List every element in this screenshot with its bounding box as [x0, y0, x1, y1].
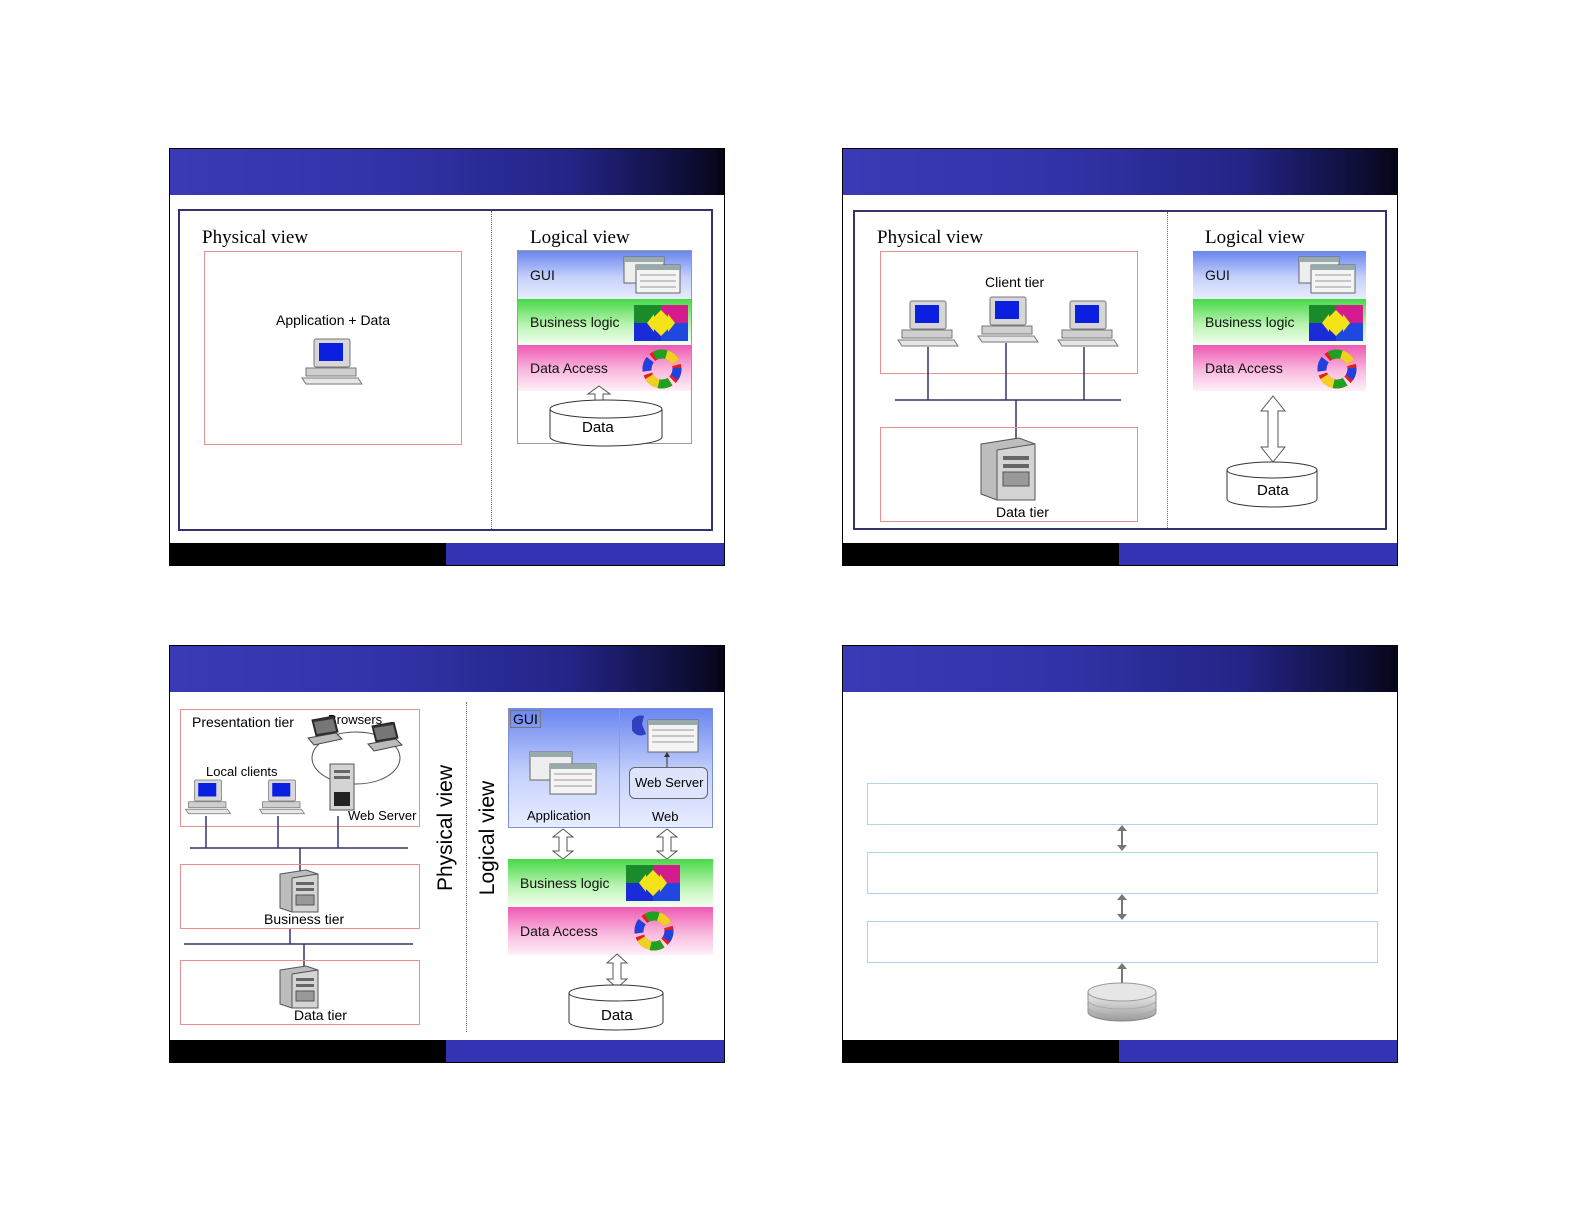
desktop-computer-icon: [301, 338, 363, 385]
local-clients-label: Local clients: [206, 764, 278, 779]
slide-4: [842, 645, 1398, 1063]
browser-network: [311, 731, 401, 785]
server-tower-icon: [279, 869, 319, 913]
view-divider: [491, 211, 492, 529]
application-label: Application: [527, 808, 591, 823]
window-stack-icon: [529, 751, 597, 795]
footer-left: [170, 1040, 448, 1062]
browser-window-icon: [632, 715, 699, 753]
window-stack-icon: [623, 256, 681, 294]
data-tier-label: Data tier: [996, 504, 1049, 520]
server-tower-icon: [980, 437, 1036, 501]
database-cylinder-icon: [549, 399, 663, 447]
data-access-layer: Data Access: [508, 907, 713, 955]
database-cylinder-icon: [568, 984, 664, 1031]
layer-box-3: [867, 921, 1378, 963]
ring-icon: [1317, 349, 1357, 389]
web-server-label: Web Server: [635, 775, 704, 790]
desktop-computer-icon: [184, 779, 232, 815]
gui-inner-divider: [619, 708, 620, 828]
layer-box-2: [867, 852, 1378, 894]
view-divider: [1167, 212, 1168, 528]
window-stack-icon: [1298, 256, 1356, 294]
slide-header: [843, 149, 1397, 195]
puzzle-icon: [1309, 305, 1363, 341]
footer-right: [1119, 543, 1397, 565]
data-access-label: Data Access: [530, 360, 608, 376]
presentation-tier-label: Presentation tier: [192, 714, 294, 730]
slide-header: [170, 149, 724, 195]
desktop-computer-icon: [897, 300, 959, 347]
database-disk-icon: [1087, 982, 1157, 1022]
presentation-tier-box: [180, 709, 420, 827]
server-tower-icon: [279, 965, 319, 1009]
footer-right: [446, 543, 724, 565]
footer-right: [1119, 1040, 1397, 1062]
slide-3: Presentation tier Browsers Local clients…: [169, 645, 725, 1063]
ring-icon: [634, 911, 674, 951]
footer-left: [843, 1040, 1121, 1062]
gui-label: GUI: [510, 710, 541, 728]
logical-view-vertical: Logical view: [476, 780, 499, 896]
browsers-label: Browsers: [328, 712, 383, 727]
footer-left: [170, 543, 448, 565]
network-lines: [895, 343, 1121, 441]
puzzle-icon: [634, 305, 688, 341]
physical-view-title: Physical view: [877, 227, 984, 248]
data-tier-box: [880, 427, 1138, 522]
logical-view-title: Logical view: [530, 227, 630, 248]
slide-2: Physical view Client tier Data tier Logi…: [842, 148, 1398, 566]
puzzle-icon: [626, 865, 680, 901]
web-label: Web: [652, 809, 679, 824]
data-tier-box: [180, 960, 420, 1025]
content-frame: [178, 209, 713, 531]
business-tier-box: [180, 864, 420, 929]
content-frame: [853, 210, 1387, 530]
slide-1: Physical view Application + Data Logical…: [169, 148, 725, 566]
data-label: Data: [601, 1007, 633, 1024]
slide-header: [843, 646, 1397, 692]
data-label: Data: [582, 419, 614, 436]
business-logic-label: Business logic: [530, 314, 620, 330]
app-data-label: Application + Data: [276, 312, 391, 328]
double-arrow-icon: [656, 828, 678, 860]
data-label: Data: [1257, 482, 1289, 499]
logical-view-title: Logical view: [1205, 227, 1305, 248]
web-server-box[interactable]: [629, 767, 708, 799]
gui-label: GUI: [530, 267, 555, 283]
physical-view-title: Physical view: [202, 227, 309, 248]
double-arrow-icon: [1117, 894, 1127, 920]
network-lines: [184, 816, 413, 968]
double-arrow-icon: [1259, 395, 1287, 463]
server-tower-icon: [329, 763, 355, 811]
data-access-label: Data Access: [1205, 360, 1283, 376]
data-tier-label: Data tier: [294, 1007, 347, 1023]
footer-right: [446, 1040, 724, 1062]
slide-header: [170, 646, 724, 692]
laptop-icon: [367, 722, 404, 752]
gui-label: GUI: [1205, 267, 1230, 283]
client-tier-label: Client tier: [985, 274, 1045, 290]
physical-box: [204, 251, 462, 445]
desktop-computer-icon: [977, 296, 1039, 343]
desktop-computer-icon: [1057, 300, 1119, 347]
database-cylinder-icon: [1226, 461, 1318, 508]
business-tier-label: Business tier: [264, 911, 345, 927]
footer-left: [843, 543, 1121, 565]
double-arrow-icon: [552, 828, 574, 860]
business-logic-label: Business logic: [520, 875, 610, 891]
physical-view-vertical: Physical view: [434, 764, 457, 892]
data-access-label: Data Access: [520, 923, 598, 939]
double-arrow-icon: [1117, 825, 1127, 851]
ring-icon: [642, 349, 682, 389]
client-tier-box: [880, 251, 1138, 374]
business-logic-layer: Business logic: [508, 859, 713, 907]
web-server-phys-label: Web Server: [348, 808, 417, 823]
laptop-icon: [307, 716, 344, 746]
business-logic-label: Business logic: [1205, 314, 1295, 330]
view-divider: [466, 702, 467, 1032]
desktop-computer-icon: [258, 779, 306, 815]
layer-box-1: [867, 783, 1378, 825]
